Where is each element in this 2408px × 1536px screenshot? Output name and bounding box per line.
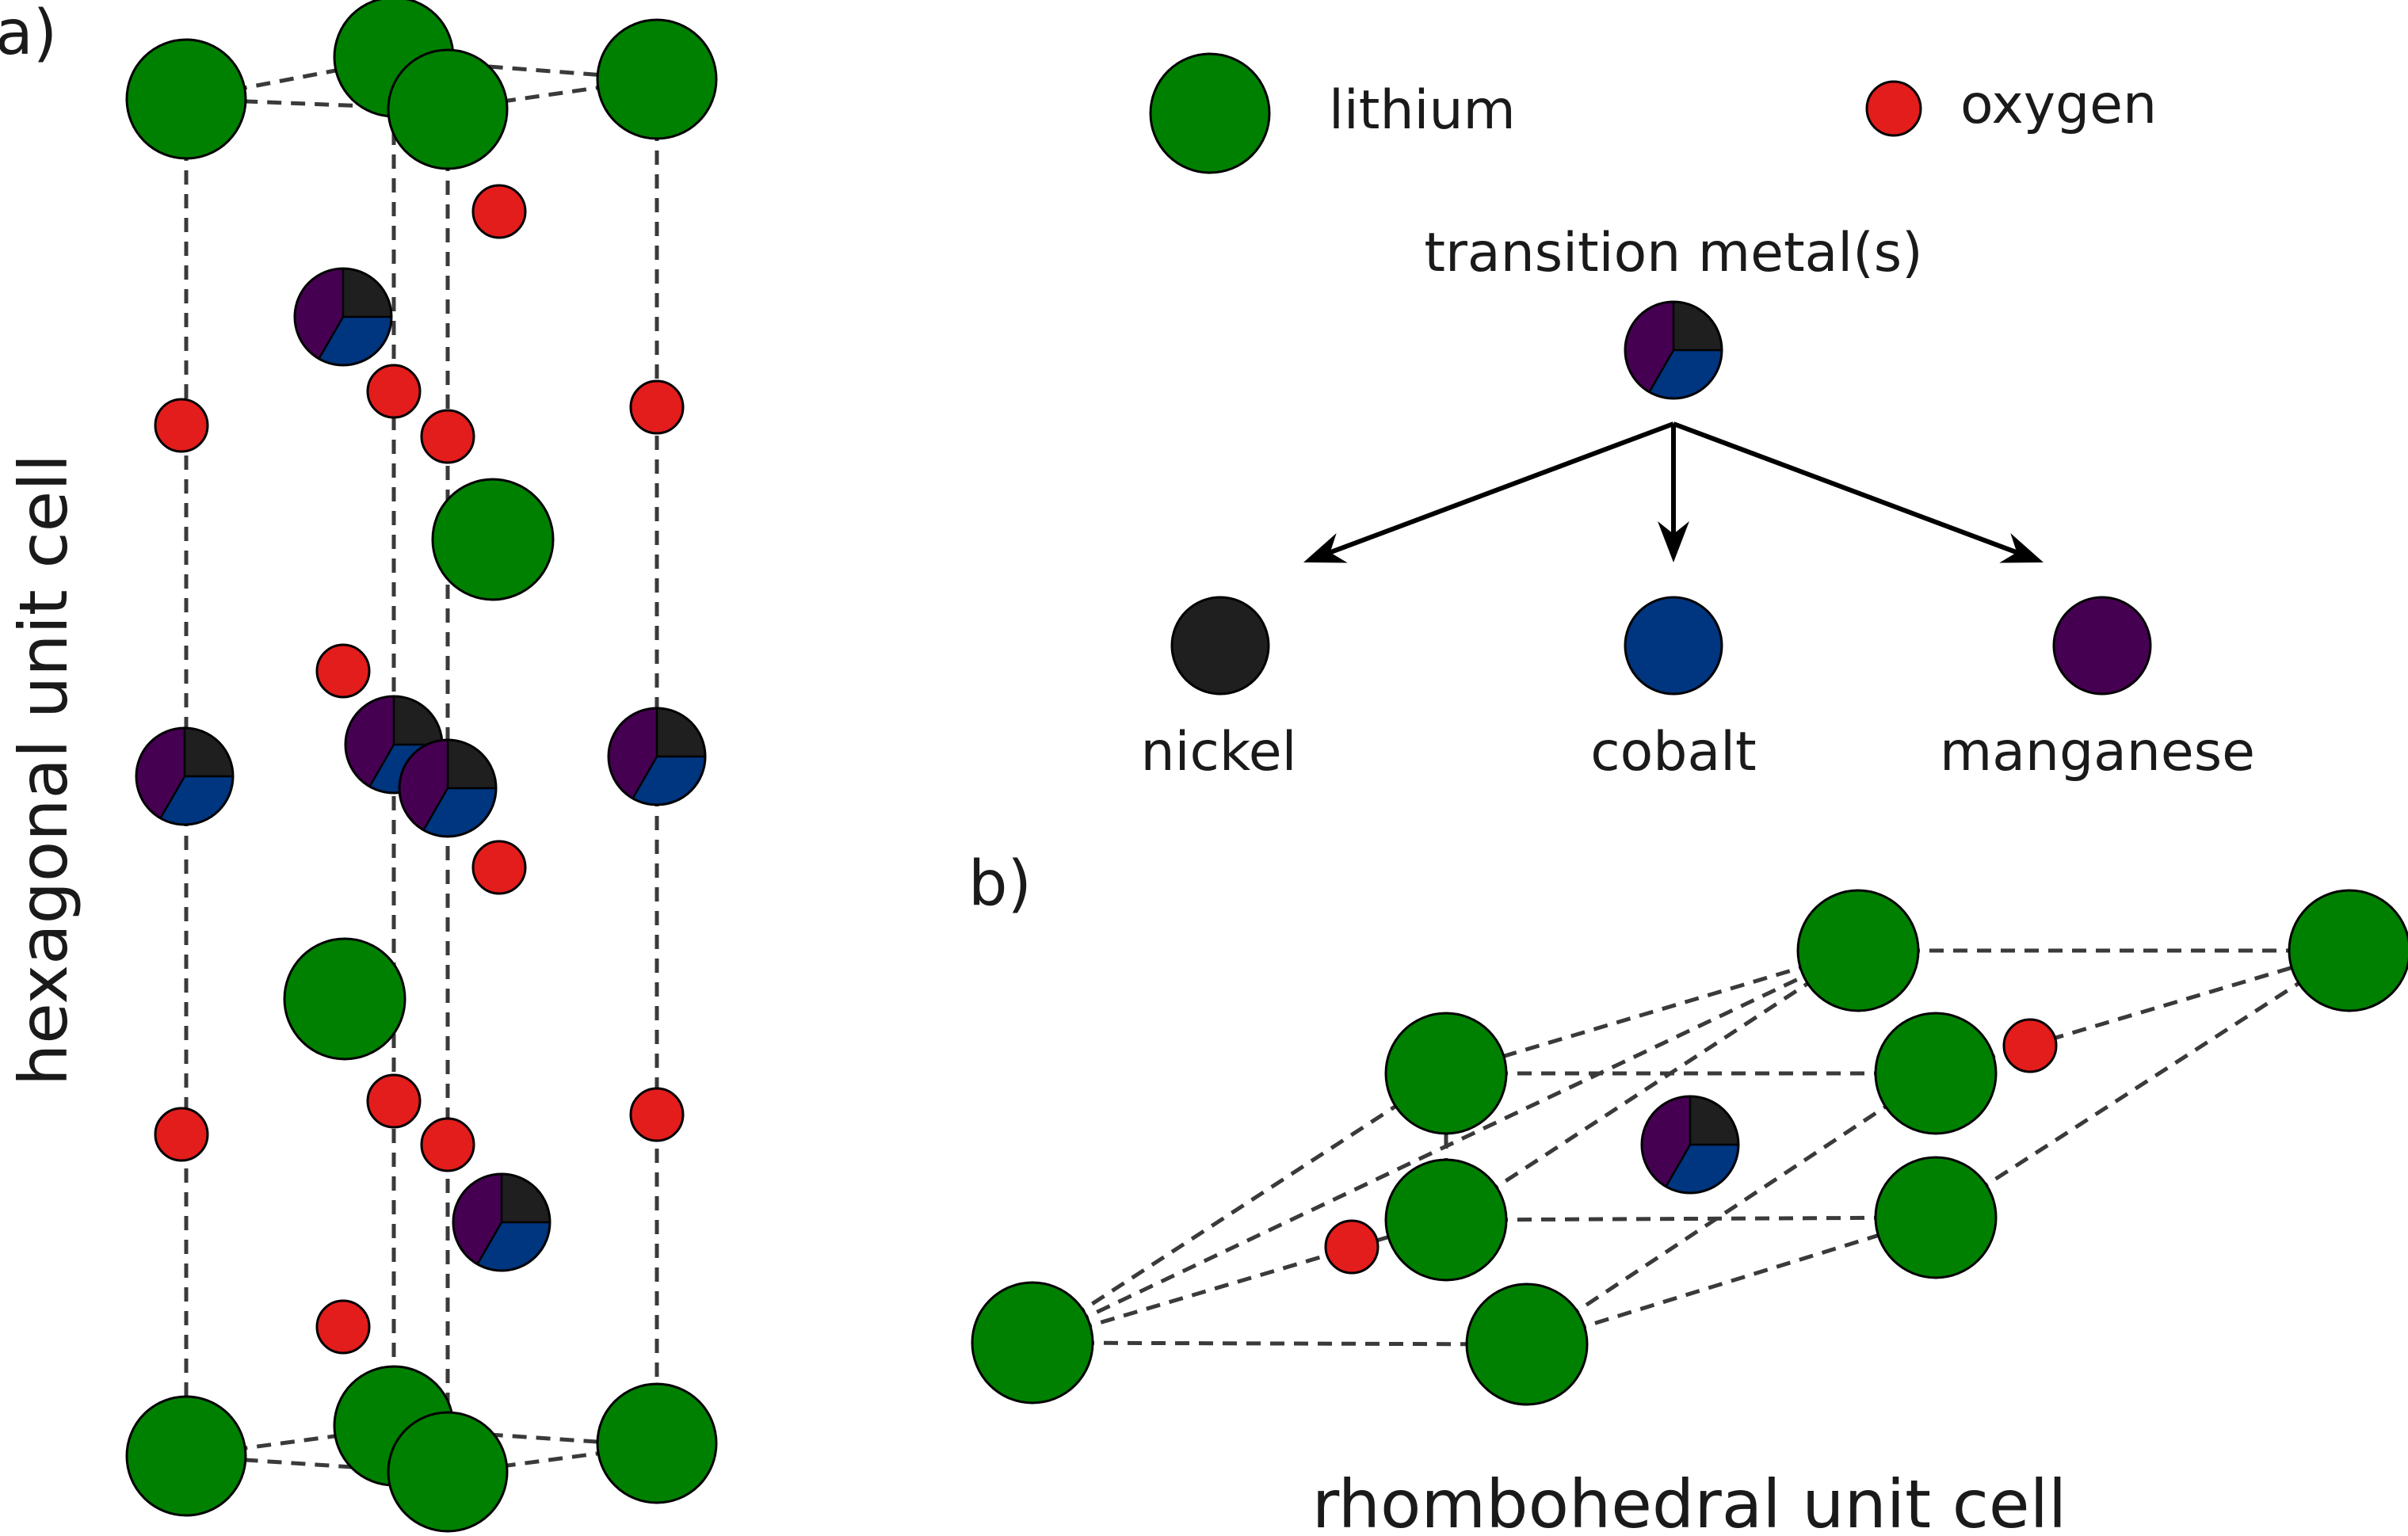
wedge-divider (159, 776, 186, 819)
legend-manganese-label: manganese (1940, 721, 2255, 783)
legend-nickel-atom (1170, 596, 1270, 696)
legend-manganese-atom (2052, 596, 2152, 696)
lithium-atom (1796, 889, 1920, 1012)
nickel-wedge (502, 1174, 550, 1222)
rhombohedral-edge (1445, 1215, 1937, 1222)
oxygen-atom (629, 379, 685, 435)
lithium-atom (387, 1411, 509, 1533)
oxygen-atom (420, 409, 475, 464)
wedge-divider (476, 1222, 503, 1265)
lithium-atom (1384, 1012, 1508, 1135)
wedge-divider (368, 744, 395, 787)
panel-a-label: a) (0, 0, 57, 69)
rhombohedral-edge (1032, 1340, 1528, 1347)
panel-b-label: b) (968, 848, 1032, 920)
atoms-layer (125, 0, 2408, 1533)
lithium-atom (1465, 1283, 1589, 1406)
rhombohedral-edge (1031, 1071, 1448, 1345)
legend-oxygen-label: oxygen (1960, 74, 2157, 136)
nickel-wedge (394, 696, 442, 745)
transition-metal-outline (293, 267, 393, 367)
legend-transition-metal-atom (1624, 300, 1723, 400)
oxygen-atom (315, 1299, 371, 1355)
hexagonal-caption: hexagonal unit cell (5, 454, 82, 1086)
arrow-to-manganese (1672, 421, 2044, 563)
nickel-wedge (657, 708, 705, 757)
transition-metal-atom (293, 267, 393, 367)
transition-metal-outline (607, 707, 707, 806)
transition-metal-atom (398, 738, 498, 838)
lithium-atom (971, 1281, 1094, 1405)
wedge-divider (1665, 1144, 1692, 1187)
rhombohedral-edge (1935, 948, 2350, 1076)
rhombohedral-edge (1032, 1218, 1447, 1345)
rhombohedral-edge (1526, 1215, 1937, 1347)
arrow-shaft (1329, 421, 1675, 555)
rhombohedral-edge (1934, 948, 2351, 1220)
legend-oxygen-atom (1865, 80, 1922, 137)
lithium-atom (1874, 1012, 1998, 1135)
oxygen-atom (1324, 1219, 1380, 1275)
transition-metal-outline (1640, 1095, 1740, 1195)
oxygen-atom (154, 1107, 209, 1162)
lithium-atom (387, 48, 509, 170)
rhombohedral-edge (1445, 948, 1859, 1076)
metal-breakdown-arrows (1303, 421, 2044, 563)
legend-cobalt-atom (1624, 596, 1723, 696)
nickel-wedge (343, 269, 391, 317)
rhombohedral-edge (1444, 948, 1860, 1222)
legend-lithium-label: lithium (1329, 79, 1516, 142)
oxygen-atom (154, 398, 209, 453)
oxygen-atom (315, 643, 371, 699)
legend-nickel-label: nickel (1140, 721, 1296, 783)
oxygen-atom (366, 1073, 422, 1129)
wedge-divider (422, 787, 449, 831)
lithium-atom (125, 38, 247, 160)
lithium-atom (125, 1395, 247, 1517)
nickel-wedge (1673, 302, 1722, 350)
lithium-atom (283, 937, 406, 1061)
oxygen-atom (471, 840, 527, 895)
nickel-wedge (448, 740, 496, 788)
rhombohedral-caption: rhombohedral unit cell (1312, 1465, 2067, 1536)
arrow-to-nickel (1303, 421, 1675, 563)
lithium-atom (596, 18, 718, 140)
arrow-to-cobalt (1658, 424, 1689, 562)
oxygen-atom (471, 184, 527, 239)
transition-metal-atom (607, 707, 707, 806)
transition-metal-outline (452, 1172, 551, 1272)
oxygen-atom (366, 364, 422, 419)
transition-metal-outline (1624, 300, 1723, 400)
legend-lithium-atom (1149, 52, 1271, 174)
legend-transition-metal-label: transition metal(s) (1424, 222, 1922, 284)
labels-layer: a) b) lithium oxygen transition metal(s)… (0, 0, 2255, 1536)
wedge-divider (1648, 349, 1675, 393)
legend-cobalt-label: cobalt (1590, 721, 1756, 783)
arrow-head (1658, 521, 1689, 562)
transition-metal-atom (1640, 1095, 1740, 1195)
transition-metal-outline (135, 726, 235, 826)
oxygen-atom (629, 1087, 685, 1142)
lithium-atom (596, 1382, 718, 1504)
transition-metal-outline (398, 738, 498, 838)
transition-metal-atom (135, 726, 235, 826)
lithium-atom (2288, 889, 2408, 1012)
wedge-divider (632, 756, 658, 799)
transition-metal-atom (452, 1172, 551, 1272)
arrow-head (1303, 533, 1348, 563)
oxygen-atom (2002, 1018, 2058, 1073)
nickel-wedge (185, 728, 233, 776)
lithium-atom (1384, 1158, 1508, 1282)
arrow-head (1999, 533, 2044, 563)
wedge-divider (318, 316, 345, 360)
oxygen-atom (420, 1117, 475, 1172)
arrow-shaft (1672, 421, 2018, 555)
nickel-wedge (1690, 1096, 1738, 1145)
lithium-atom (431, 478, 555, 601)
rhombohedral-edge (1525, 1071, 1937, 1347)
lithium-atom (1874, 1156, 1998, 1279)
